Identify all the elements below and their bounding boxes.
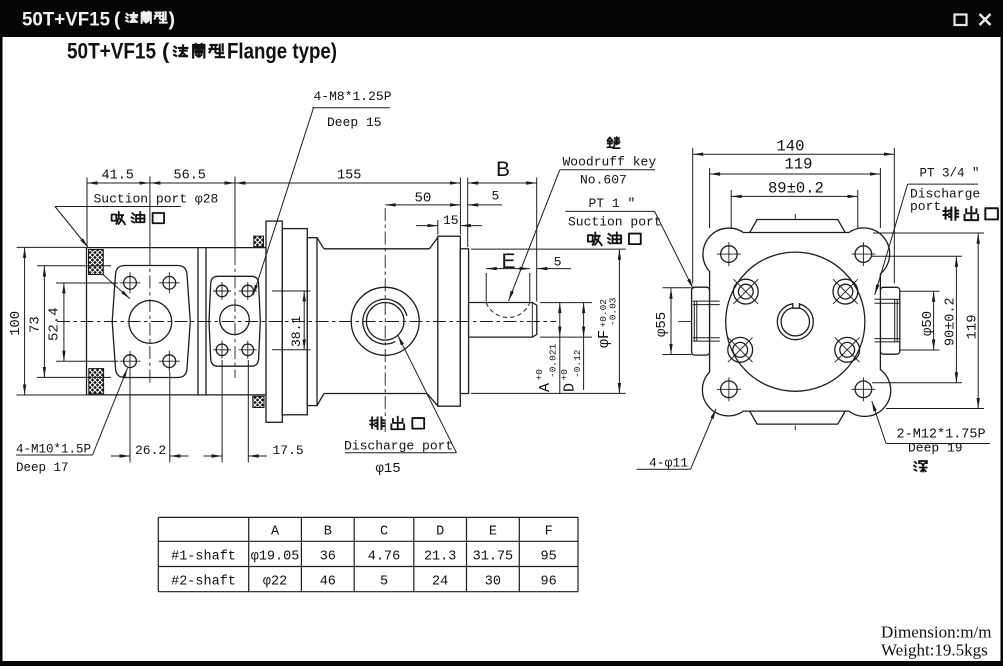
svg-text:41.5: 41.5 [102, 169, 134, 184]
svg-text:φ55: φ55 [654, 312, 670, 337]
svg-text:15: 15 [443, 213, 459, 228]
svg-text:E: E [502, 250, 516, 273]
svg-text:φF: φF [596, 330, 613, 348]
svg-text:4-φ11: 4-φ11 [649, 456, 688, 471]
svg-text:B: B [324, 525, 332, 540]
svg-text:4-M8*1.25P: 4-M8*1.25P [314, 89, 392, 104]
svg-text:Flange type): Flange type) [227, 39, 337, 64]
svg-text:36: 36 [320, 550, 336, 565]
svg-text:Deep 15: Deep 15 [327, 115, 382, 130]
svg-text:#1-shaft: #1-shaft [171, 550, 236, 565]
svg-text:E: E [489, 525, 497, 540]
svg-text:A: A [271, 525, 280, 540]
svg-text:PT 3/4 ": PT 3/4 " [920, 167, 980, 181]
svg-text:96: 96 [541, 575, 557, 590]
svg-text:5: 5 [492, 189, 500, 204]
svg-text:Deep 17: Deep 17 [16, 461, 69, 475]
svg-text:4-M10*1.5P: 4-M10*1.5P [16, 443, 91, 457]
svg-text:5: 5 [380, 575, 388, 590]
svg-text:46: 46 [320, 575, 336, 590]
svg-text:Woodruff key: Woodruff key [563, 155, 657, 170]
svg-text:5: 5 [554, 255, 562, 270]
svg-text:Suction port φ28: Suction port φ28 [94, 192, 219, 207]
svg-text:PT 1 ": PT 1 " [589, 196, 636, 211]
svg-text:Weight:19.5kgs: Weight:19.5kgs [881, 641, 988, 660]
svg-text:38.1: 38.1 [289, 316, 304, 347]
svg-text:φ15: φ15 [376, 461, 401, 477]
svg-text:155: 155 [337, 169, 361, 184]
svg-text:Dimension:m/m: Dimension:m/m [881, 623, 992, 642]
svg-text:Discharge port: Discharge port [344, 439, 453, 454]
svg-text:Deep 19: Deep 19 [908, 441, 963, 456]
svg-text:30: 30 [485, 575, 501, 590]
svg-text:52.4: 52.4 [47, 307, 63, 341]
svg-text:#2-shaft: #2-shaft [171, 575, 236, 590]
svg-text:Suction port: Suction port [568, 215, 662, 230]
svg-text:4.76: 4.76 [368, 550, 400, 565]
svg-text:-0.03: -0.03 [608, 297, 619, 326]
svg-text:-0.021: -0.021 [548, 343, 559, 378]
svg-text:50: 50 [415, 191, 432, 207]
svg-text:port: port [910, 199, 941, 214]
svg-text:C: C [380, 525, 388, 540]
svg-text:B: B [496, 158, 510, 181]
svg-text:26.2: 26.2 [135, 443, 166, 458]
svg-text:): ) [169, 9, 176, 31]
svg-text:-0.12: -0.12 [572, 349, 583, 378]
svg-text:50T+VF15: 50T+VF15 [67, 39, 156, 64]
svg-text:F: F [545, 525, 553, 540]
svg-text:50T+VF15: 50T+VF15 [22, 9, 110, 31]
svg-text:+0: +0 [559, 369, 570, 381]
svg-text:A: A [537, 383, 554, 392]
svg-text:31.75: 31.75 [473, 550, 514, 565]
svg-text:119: 119 [965, 314, 981, 339]
svg-text:No.607: No.607 [580, 173, 627, 188]
svg-text:21.3: 21.3 [424, 550, 456, 565]
svg-text:D: D [436, 525, 444, 540]
svg-text:100: 100 [8, 311, 24, 336]
svg-text:(: ( [162, 39, 170, 64]
svg-text:17.5: 17.5 [273, 443, 304, 458]
svg-text:D: D [562, 383, 579, 392]
svg-text:95: 95 [541, 550, 557, 565]
svg-text:56.5: 56.5 [174, 169, 206, 184]
svg-text:73: 73 [28, 316, 44, 333]
svg-text:119: 119 [785, 156, 813, 174]
svg-text:89±0.2: 89±0.2 [768, 180, 824, 198]
svg-text:(: ( [114, 9, 121, 31]
svg-text:90±0.2: 90±0.2 [944, 297, 959, 346]
svg-text:+0: +0 [534, 369, 545, 381]
svg-text:140: 140 [777, 138, 805, 156]
svg-text:φ22: φ22 [263, 575, 287, 590]
svg-text:24: 24 [432, 575, 448, 590]
svg-text:φ19.05: φ19.05 [251, 550, 300, 565]
svg-text:φ50: φ50 [920, 311, 936, 336]
